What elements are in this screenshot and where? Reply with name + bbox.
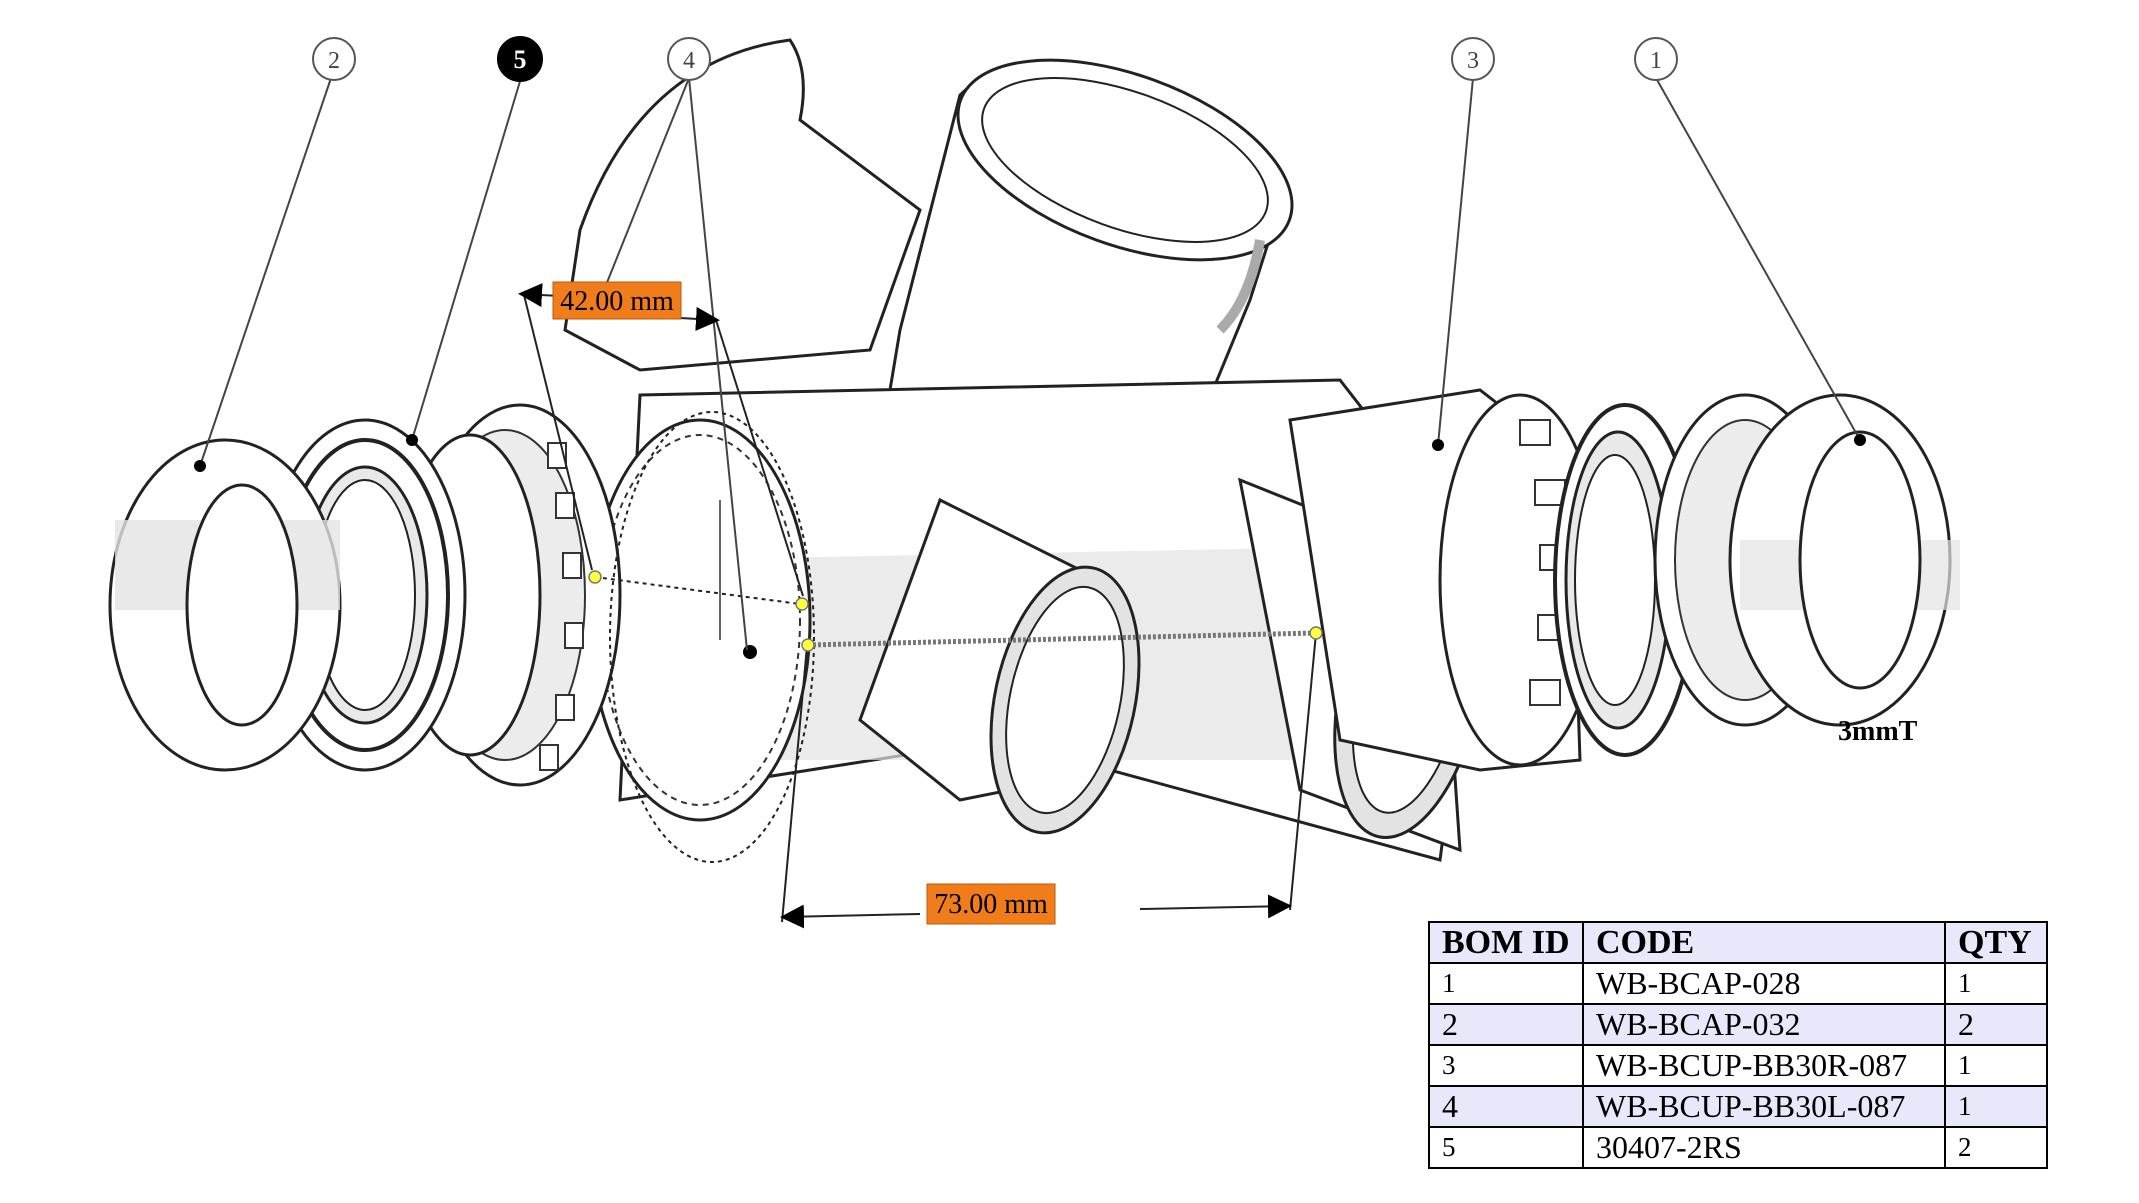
bom-row[interactable]: 3 WB-BCUP-BB30R-087 1 — [1428, 1044, 2048, 1087]
bom-cell-code: WB-BCUP-BB30L-087 — [1582, 1085, 1946, 1128]
dimension-label-42mm[interactable]: 42.00 mm — [552, 281, 682, 320]
bom-row[interactable]: 5 30407-2RS 2 — [1428, 1126, 2048, 1169]
bom-row[interactable]: 1 WB-BCAP-028 1 — [1428, 962, 2048, 1005]
bearing-cap-part-2 — [108, 438, 342, 772]
balloon-label: 2 — [328, 48, 340, 74]
balloon-5[interactable]: 5 — [497, 36, 543, 82]
balloon-2[interactable]: 2 — [312, 37, 356, 81]
dimension-label-73mm[interactable]: 73.00 mm — [926, 883, 1056, 925]
leader-dots — [194, 434, 1866, 472]
measure-points — [588, 570, 1323, 652]
balloon-label: 5 — [514, 45, 527, 74]
bom-cell-code: WB-BCAP-028 — [1582, 962, 1946, 1005]
bom-row[interactable]: 2 WB-BCAP-032 2 — [1428, 1003, 2048, 1046]
dimension-42mm-geometry — [518, 283, 815, 863]
bom-cell-qty: 1 — [1944, 1085, 2048, 1128]
balloon-label: 4 — [683, 48, 695, 74]
bom-cell-id: 3 — [1428, 1044, 1584, 1087]
bom-cell-qty: 1 — [1944, 962, 2048, 1005]
balloon-4[interactable]: 4 — [667, 37, 711, 81]
bom-cell-id: 4 — [1428, 1085, 1584, 1128]
bom-row[interactable]: 4 WB-BCUP-BB30L-087 1 — [1428, 1085, 2048, 1128]
bom-cell-code: WB-BCAP-032 — [1582, 1003, 1946, 1046]
measure-point — [588, 570, 602, 584]
bom-cell-id: 1 — [1428, 962, 1584, 1005]
leader-lines — [199, 77, 1861, 651]
bearing-cap-part-1 — [1653, 393, 1960, 727]
measure-point — [1309, 626, 1323, 640]
chainstay-tubes — [858, 477, 1487, 853]
dimension-value-top: 42.00 mm — [560, 286, 674, 317]
bom-cell-id: 2 — [1428, 1003, 1584, 1046]
dimension-value-bottom: 73.00 mm — [934, 889, 1048, 920]
thickness-annotation: 3mmT — [1838, 716, 1918, 747]
bom-header-qty: QTY — [1944, 921, 2048, 964]
bom-cell-qty: 1 — [1944, 1044, 2048, 1087]
balloon-label: 1 — [1650, 48, 1662, 74]
bom-header-row: BOM ID CODE QTY — [1428, 921, 2048, 964]
bom-cell-qty: 2 — [1944, 1003, 2048, 1046]
bom-cell-qty: 2 — [1944, 1126, 2048, 1169]
bom-cell-code: 30407-2RS — [1582, 1126, 1946, 1169]
frame-down-tube — [563, 38, 922, 372]
balloon-label: 3 — [1467, 48, 1479, 74]
bom-header-id: BOM ID — [1428, 921, 1584, 964]
right-bearing-cup — [1288, 388, 1697, 772]
bom-table: BOM ID CODE QTY 1 WB-BCAP-028 1 2 WB-BCA… — [1428, 921, 2048, 1169]
bom-cell-code: WB-BCUP-BB30R-087 — [1582, 1044, 1946, 1087]
bom-header-code: CODE — [1582, 921, 1946, 964]
balloon-1[interactable]: 1 — [1634, 37, 1678, 81]
dimension-73mm-geometry — [780, 630, 1317, 929]
balloon-3[interactable]: 3 — [1451, 37, 1495, 81]
measure-point — [801, 638, 815, 652]
bom-cell-id: 5 — [1428, 1126, 1584, 1169]
measure-point — [795, 597, 809, 611]
